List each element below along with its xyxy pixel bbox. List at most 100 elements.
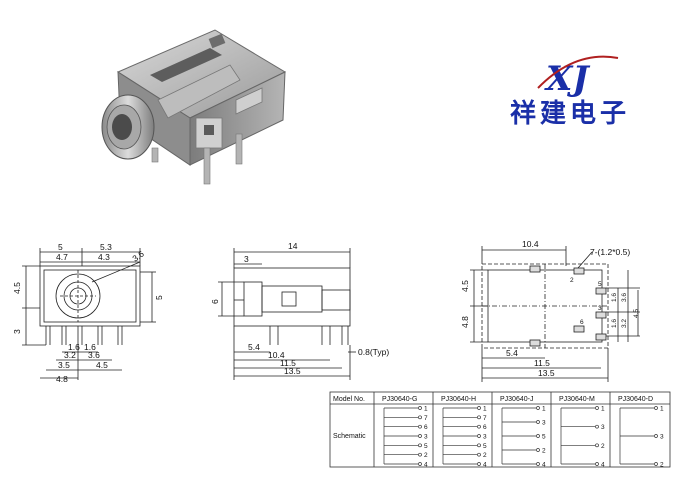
model-name: PJ30640-H xyxy=(441,396,476,403)
schematic-terminal xyxy=(536,462,540,466)
schematic-pin-number: 4 xyxy=(483,462,487,469)
dim-label: 4.8 xyxy=(460,316,470,328)
model-name: PJ30640-M xyxy=(559,396,595,403)
dim-label: 14 xyxy=(288,241,298,251)
dim-label: 11.5 xyxy=(534,358,550,368)
dim-label: 3.6 xyxy=(621,293,628,302)
schematic-pin-number: 7 xyxy=(424,415,428,422)
dim-label: 5 xyxy=(58,242,63,252)
dim-label: 5.4 xyxy=(248,342,260,352)
schematic-terminal xyxy=(477,415,481,420)
schematic-pin-number: 3 xyxy=(542,420,546,427)
schematic-terminal xyxy=(595,462,599,466)
schematic-terminal xyxy=(595,443,599,448)
dim-label: 1.6 xyxy=(611,293,618,302)
schematic-pin-number: 1 xyxy=(424,406,428,413)
schematic-pin-number: 1 xyxy=(542,406,546,413)
schematic-terminal xyxy=(477,434,481,438)
dim-label: 13.5 xyxy=(284,366,301,376)
schematic-pin-number: 6 xyxy=(483,424,487,431)
schematic-terminal xyxy=(418,462,422,466)
model-name: PJ30640-J xyxy=(500,396,533,403)
pcb-view-labels: 10.4 7-(1.2*0.5) 4.5 4.8 2 5 3 6 1.6 3.6… xyxy=(460,239,640,378)
schematic-pin-number: 5 xyxy=(542,434,546,441)
front-view-labels: 5 5.3 4.7 4.3 3.6 4.5 3 5 1.6 1.6 3.2 3.… xyxy=(12,242,164,384)
schematic-terminal xyxy=(477,424,481,429)
schematic-pin-number: 2 xyxy=(424,452,428,459)
pin-label: 2 xyxy=(570,277,574,284)
dim-label: 3.6 xyxy=(88,350,100,360)
schematic-terminal xyxy=(595,406,599,410)
dim-label: 4.5 xyxy=(12,282,22,294)
schematic-terminal xyxy=(536,434,540,438)
schematic-pin-number: 5 xyxy=(424,443,428,450)
schematic-pin-number: 3 xyxy=(601,424,605,431)
schematic-pin-number: 3 xyxy=(483,434,487,441)
dim-label: 10.4 xyxy=(522,239,539,249)
dim-label: 1.6 xyxy=(611,319,618,328)
schematic-terminal xyxy=(418,415,422,420)
dim-label: 10.4 xyxy=(268,350,285,360)
schematic-pin-number: 2 xyxy=(660,462,664,469)
dim-label: 6 xyxy=(210,299,220,304)
component-render xyxy=(101,29,287,185)
dim-label: 3.5 xyxy=(58,360,70,370)
front-view xyxy=(22,248,156,380)
schematic-terminal xyxy=(418,443,422,448)
dim-label: 3 xyxy=(244,254,249,264)
schematic-pin-number: 4 xyxy=(601,462,605,469)
schematic-terminal xyxy=(477,462,481,466)
dim-label: 4.5 xyxy=(96,360,108,370)
table-header: Model No. PJ30640-G PJ30640-H PJ30640-J … xyxy=(333,396,653,440)
dim-label: 3.2 xyxy=(621,319,628,328)
table-row-label: Schematic xyxy=(333,433,366,440)
schematic-pin-number: 2 xyxy=(542,448,546,455)
pin-label: 6 xyxy=(580,319,584,326)
schematic-terminal xyxy=(477,406,481,410)
dim-label: 3 xyxy=(12,329,22,334)
schematic-pin-number: 2 xyxy=(483,452,487,459)
dim-label: 4.5 xyxy=(633,309,640,318)
schematic-pin-number: 4 xyxy=(542,462,546,469)
pin-note: 0.8(Typ) xyxy=(358,347,389,357)
schematic-pin-number: 1 xyxy=(601,406,605,413)
pin-label: 3 xyxy=(598,305,602,312)
dim-label: 13.5 xyxy=(538,368,555,378)
schematic-pin-number: 2 xyxy=(601,443,605,450)
dim-label: 3.6 xyxy=(130,249,146,264)
schematic-terminal xyxy=(418,434,422,438)
schematic-pin-number: 4 xyxy=(424,462,428,469)
schematic-terminal xyxy=(536,448,540,452)
schematic-pin-number: 5 xyxy=(483,443,487,450)
schematic-terminal xyxy=(418,406,422,410)
dim-label: 4.7 xyxy=(56,252,68,262)
schematic-terminal xyxy=(536,420,540,424)
schematic-terminal xyxy=(654,434,658,438)
pcb-view xyxy=(470,246,640,382)
dim-label: 1.6 xyxy=(84,342,96,352)
hole-note: 7-(1.2*0.5) xyxy=(590,247,630,257)
dim-label: 4.8 xyxy=(56,374,68,384)
dim-label: 11.5 xyxy=(280,358,296,368)
schematic-terminal xyxy=(595,424,599,429)
dim-label: 4.5 xyxy=(460,280,470,292)
schematic-terminal xyxy=(418,424,422,429)
side-view-labels: 14 3 6 5.4 10.4 11.5 13.5 0.8(Typ) xyxy=(210,241,389,376)
schematic-pin-number: 3 xyxy=(660,434,664,441)
table-header-first: Model No. xyxy=(333,396,365,403)
dim-label: 5.4 xyxy=(506,348,518,358)
schematic-pin-number: 3 xyxy=(424,434,428,441)
side-view xyxy=(218,248,356,380)
schematic-pin-number: 1 xyxy=(483,406,487,413)
schematic-pin-number: 1 xyxy=(660,406,664,413)
schematic-terminal xyxy=(477,452,481,457)
schematic-terminal xyxy=(654,462,658,466)
model-name: PJ30640-G xyxy=(382,396,417,403)
schematic-terminal xyxy=(654,406,658,410)
brand-logo: XJ 祥建电子 xyxy=(510,55,626,129)
dim-label: 5.3 xyxy=(100,242,112,252)
schematic-terminal xyxy=(477,443,481,448)
dim-label: 3.2 xyxy=(64,350,76,360)
